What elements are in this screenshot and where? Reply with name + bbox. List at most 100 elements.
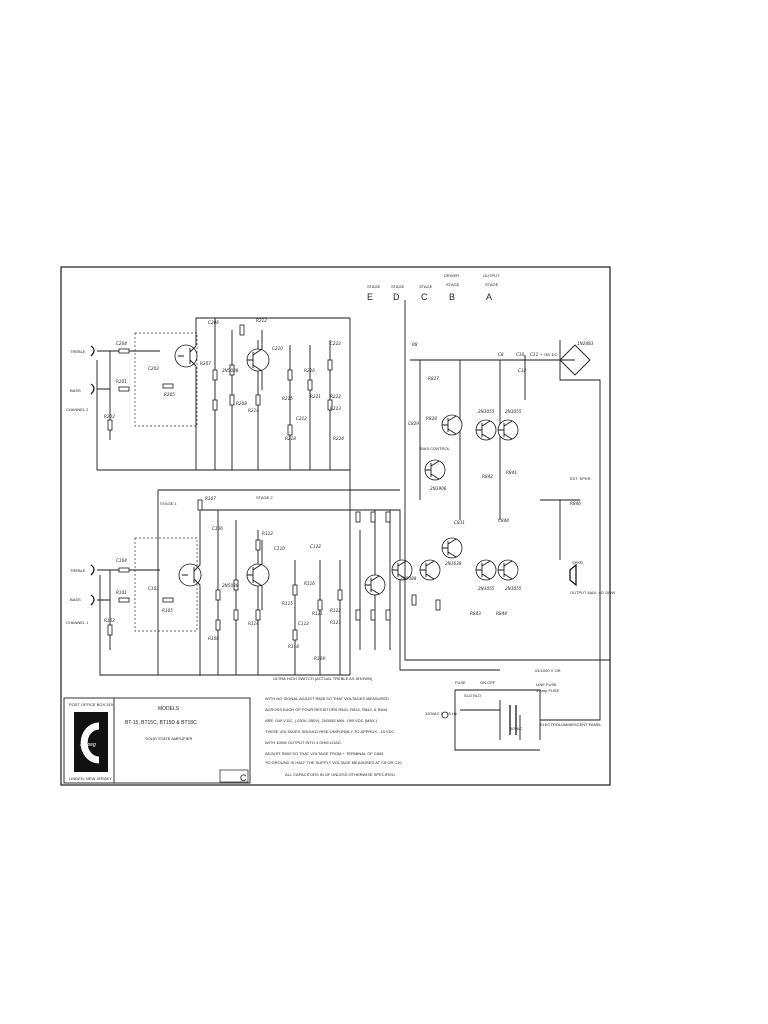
ch1-r122: R122 xyxy=(330,608,341,613)
c8-label: C8 xyxy=(498,352,504,357)
slo-blo-label: SLO BLO xyxy=(464,693,481,698)
ch1-channel-label: CHANNEL 1 xyxy=(66,620,89,625)
ch2-r224: R224 xyxy=(333,436,344,441)
spkr-label: SPKR. xyxy=(572,560,584,565)
r8-label: R8 xyxy=(412,342,418,347)
output-transistor-type-1: 2N3055 xyxy=(478,409,495,414)
stage-word-c: STAGE xyxy=(419,284,433,289)
fuse-rating-label: 3 Amp FUSE xyxy=(536,688,559,693)
ch2-transistor-type: 2N5088 xyxy=(222,368,239,373)
ch2-r202: R202 xyxy=(104,414,115,419)
ampeg-brand: Ampeg xyxy=(79,742,96,748)
stage-d-transistor-type: 2N5088 xyxy=(400,576,417,581)
c829-label: C829 xyxy=(408,421,419,426)
ch2-bass-label: BASS xyxy=(70,388,81,393)
vac-in-label: 120VAC 50-60 Hz xyxy=(425,711,457,716)
ch1-r121: R121 xyxy=(312,611,323,616)
ch2-c212: C212 xyxy=(296,416,307,421)
power-supply: FUSE ON-OFF SLO BLO 120VAC 50-60 Hz 50VA… xyxy=(425,660,602,751)
note-1: WITH NO SIGNAL ADJUST R828 SO THAT VOLTA… xyxy=(265,696,389,701)
ch1-bass-label: BASS xyxy=(70,597,81,602)
ch2-r212: R212 xyxy=(256,318,267,323)
cap-note-label: .01/1000 V OR xyxy=(534,668,561,673)
ch1-r108: R108 xyxy=(208,636,219,641)
ampeg-logo-block xyxy=(74,712,108,772)
c11-label: C11 xyxy=(530,352,539,357)
ch1-input-jacks xyxy=(90,564,95,606)
ch1-c112: C112 xyxy=(298,621,309,626)
stage-1-label: STAGE 1 xyxy=(160,501,177,506)
c844-label: C844 xyxy=(498,518,509,523)
ch1-c110: C110 xyxy=(274,546,285,551)
ch1-r115: R115 xyxy=(282,601,293,606)
speaker-icon xyxy=(569,563,577,587)
r841-label: R841 xyxy=(506,470,517,475)
ch1-transistor-type: 2N5088 xyxy=(222,583,239,588)
ch2-c203: C203 xyxy=(148,366,159,371)
dc-supply-label: + 78V DC xyxy=(540,352,558,357)
channel-2-preamp: TREBLE BASS CHANNEL 2 xyxy=(66,317,351,471)
stage-b-transistor-type: 2N3638 xyxy=(445,561,462,566)
ch2-r207: R207 xyxy=(200,361,211,366)
output-max-label: OUTPUT MAX. 4Ω 100W xyxy=(570,590,615,595)
ch2-r221: R221 xyxy=(310,394,321,399)
ch1-r116: R116 xyxy=(304,581,315,586)
ch1-r107: R107 xyxy=(205,496,216,501)
ch1-r114: R114 xyxy=(248,621,259,626)
bridge-rectifier xyxy=(559,344,591,376)
c831-label: C831 xyxy=(454,520,465,525)
note-8: ALL CAPACITORS IN UF UNLESS OTHERWISE SP… xyxy=(285,772,395,777)
ch2-r216: R216 xyxy=(304,368,315,373)
ch2-treble-label: TREBLE xyxy=(70,349,86,354)
ch2-c222: C222 xyxy=(330,341,341,346)
on-off-label: ON-OFF xyxy=(480,680,496,685)
stage-letter-d: D xyxy=(393,292,400,302)
r827-label: R827 xyxy=(428,376,439,381)
r828-label: R828 xyxy=(426,416,437,421)
ch2-r222: R222 xyxy=(330,394,341,399)
ch1-treble-label: TREBLE xyxy=(70,568,86,573)
ch2-r215: R215 xyxy=(282,396,293,401)
ch1-r124: R124 xyxy=(314,656,325,661)
stage-header: STAGE STAGE STAGE DRIVER STAGE OUTPUT ST… xyxy=(367,273,500,302)
ch1-r112: R112 xyxy=(262,531,273,536)
stage-word-a: STAGE xyxy=(485,282,499,287)
title-block: POST OFFICE BOX 310 LINDEN, NEW JERSEY A… xyxy=(63,697,251,784)
ch1-r105: R105 xyxy=(162,608,173,613)
ch1-r102: R102 xyxy=(104,618,115,623)
models-line: BT-15, BT15C, BT15D & BT18C xyxy=(125,720,197,726)
power-transformer xyxy=(509,705,517,735)
ch2-c206: C206 xyxy=(208,320,219,325)
ch1-shield-box xyxy=(134,537,198,632)
bias-control-label: BIAS CONTROL xyxy=(420,446,451,451)
address-bottom: LINDEN, NEW JERSEY xyxy=(69,776,112,781)
title-subtitle: SOLID STATE AMPLIFIER xyxy=(145,736,193,741)
rectifier-type: 1N2483 xyxy=(577,341,594,346)
note-2: ACROSS EACH OF FOUR RESISTORS R841, R842… xyxy=(265,707,388,712)
ch1-r123: R123 xyxy=(330,620,341,625)
ch2-c210: C210 xyxy=(272,346,283,351)
ch1-c103: C103 xyxy=(148,586,159,591)
stage-letter-b: B xyxy=(449,292,455,302)
stage-letter-e: E xyxy=(367,292,373,302)
r843-label: R843 xyxy=(470,611,481,616)
c12-label: C12 xyxy=(518,368,527,373)
notes: ULTRA HIGH SWITCH (ACTUAL TREBLE AS SHOW… xyxy=(265,676,403,777)
ch2-r214: R214 xyxy=(248,408,259,413)
revision-letter: C xyxy=(240,773,247,783)
address-top: POST OFFICE BOX 310 xyxy=(69,702,114,707)
stage-letter-c: C xyxy=(421,292,428,302)
ch1-resistors xyxy=(107,499,343,641)
ch1-c122: C122 xyxy=(310,544,321,549)
stage-word-e: STAGE xyxy=(367,284,381,289)
output-word: OUTPUT xyxy=(483,273,500,278)
ch2-r201: R201 xyxy=(116,379,127,384)
bias-transistor-type: 2N3906 xyxy=(430,486,447,491)
r846-label: R846 xyxy=(570,501,581,506)
ch2-channel-label: CHANNEL 2 xyxy=(66,407,89,412)
stage-2-label: STAGE 2 xyxy=(256,495,273,500)
note-ultra-high: ULTRA HIGH SWITCH (ACTUAL TREBLE AS SHOW… xyxy=(273,676,373,681)
stage-word-b: STAGE xyxy=(446,282,460,287)
c10-label: C10 xyxy=(516,352,525,357)
